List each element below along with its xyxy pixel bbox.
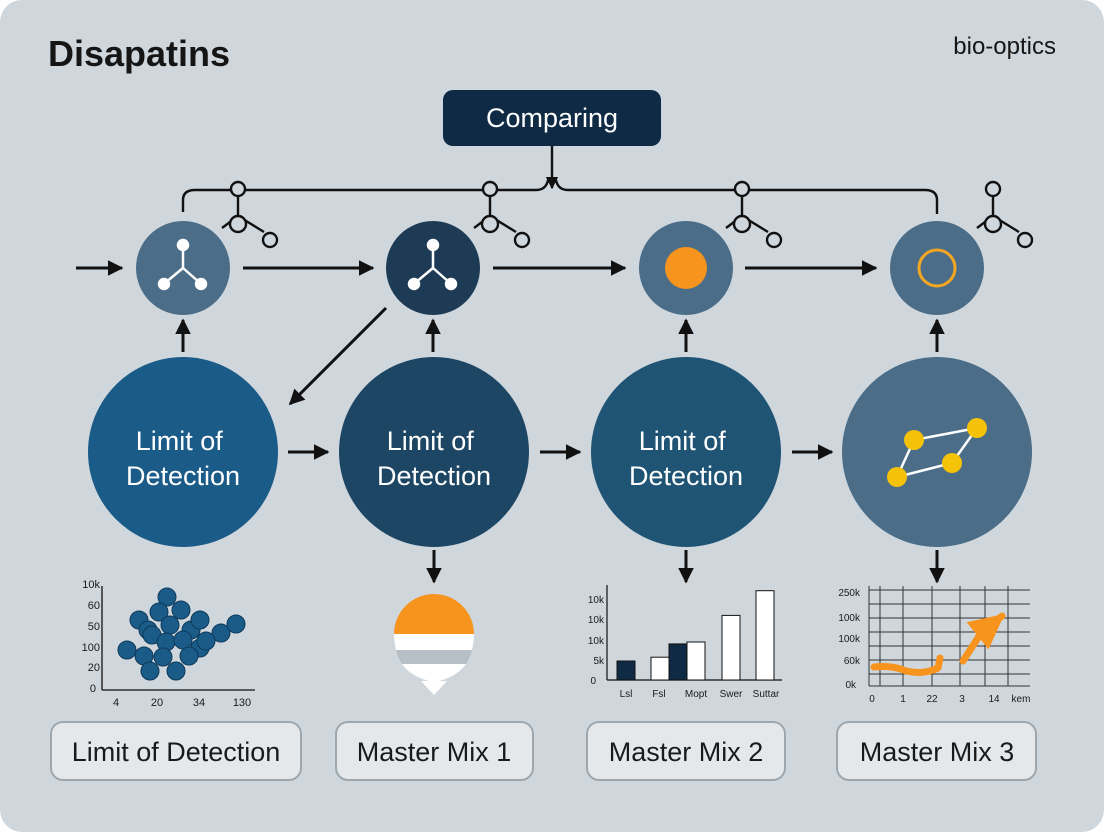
y-tick-label: 100 bbox=[82, 642, 100, 654]
x-tick-label: 130 bbox=[233, 697, 251, 709]
y-tick-label: 100k bbox=[838, 634, 861, 645]
y-tick-label: 20 bbox=[88, 662, 100, 674]
x-tick-label: Lsl bbox=[620, 689, 633, 700]
y-tick-label: 60 bbox=[88, 600, 100, 612]
y-tick-label: 50 bbox=[88, 621, 100, 633]
label-box-2: Master Mix 1 bbox=[335, 721, 534, 781]
molecule-icon bbox=[976, 180, 1034, 249]
bar bbox=[755, 590, 775, 681]
stage-circle-label: Detection bbox=[377, 461, 491, 491]
svg-text:Limit of Detection: Limit of Detection bbox=[629, 426, 743, 491]
x-tick-label: 22 bbox=[926, 694, 938, 705]
ring-icon bbox=[917, 248, 957, 288]
header-tag: bio-optics bbox=[953, 33, 1056, 60]
x-tick-label: Mopt bbox=[685, 689, 707, 700]
label-box-text: Limit of Detection bbox=[72, 737, 281, 767]
small-node-3 bbox=[639, 221, 733, 315]
label-box-text: Master Mix 1 bbox=[357, 737, 512, 767]
y-tick-label: 0k bbox=[845, 680, 857, 691]
page-title: Disapatins bbox=[48, 33, 230, 74]
stage-circle-label: Limit of bbox=[639, 426, 727, 456]
stage-circle-3: Limit of Detection bbox=[591, 357, 781, 547]
stage-circle-label: Limit of bbox=[387, 426, 475, 456]
x-tick-label: kem bbox=[1012, 694, 1031, 705]
y-tick-label: 5k bbox=[593, 656, 605, 667]
molecule-icon bbox=[725, 180, 783, 249]
line-chart-grid bbox=[868, 586, 1030, 687]
diagonal-arrow bbox=[288, 306, 388, 406]
x-tick-label: Swer bbox=[720, 689, 743, 700]
x-tick-label: 0 bbox=[869, 694, 875, 705]
label-box-text: Master Mix 2 bbox=[609, 737, 764, 767]
bar-chart: 10k 10k 10k 5k 0 Lsl Fsl Mopt Swer Suttar bbox=[588, 585, 782, 700]
bar bbox=[650, 656, 670, 681]
x-tick-label: Fsl bbox=[652, 689, 665, 700]
stage-circle-label: Detection bbox=[126, 461, 240, 491]
molecule-icon bbox=[221, 180, 279, 249]
stage-circle-2: Limit of Detection bbox=[339, 357, 529, 547]
molecule-icon bbox=[473, 180, 531, 249]
y-tick-label: 60k bbox=[844, 656, 861, 667]
x-tick-label: 14 bbox=[988, 694, 1000, 705]
x-tick-label: 1 bbox=[900, 694, 906, 705]
y-tick-label: 10k bbox=[588, 595, 605, 606]
small-node-2 bbox=[386, 221, 480, 315]
y-tick-label: 0 bbox=[590, 676, 596, 687]
label-box-3: Master Mix 2 bbox=[586, 721, 786, 781]
x-tick-label: 3 bbox=[959, 694, 965, 705]
y-tick-label: 100k bbox=[838, 613, 861, 624]
down-arrows bbox=[426, 550, 945, 584]
x-tick-label: 34 bbox=[193, 697, 205, 709]
label-box-1: Limit of Detection bbox=[50, 721, 302, 781]
bar bbox=[686, 641, 706, 681]
small-node-1 bbox=[136, 221, 230, 315]
line-series bbox=[870, 612, 1006, 676]
node-icon bbox=[157, 238, 208, 291]
scatter-points bbox=[117, 587, 246, 681]
line-chart: 250k 100k 100k 60k 0k 0 1 22 3 14 kem bbox=[838, 586, 1030, 705]
stage-circle-4 bbox=[842, 357, 1032, 547]
scatter-chart: 10k 60 50 100 20 0 4 20 34 130 bbox=[82, 579, 255, 709]
comparing-label: Comparing bbox=[486, 103, 618, 133]
bar bbox=[721, 614, 741, 681]
x-tick-label: Suttar bbox=[753, 689, 780, 700]
label-box-text: Master Mix 3 bbox=[860, 737, 1015, 767]
y-tick-label: 0 bbox=[90, 683, 96, 695]
x-tick-label: 20 bbox=[151, 697, 163, 709]
x-tick-label: 4 bbox=[113, 697, 119, 709]
bar bbox=[616, 660, 636, 681]
stage-circle-1: Limit of Detection bbox=[88, 357, 278, 547]
y-tick-label: 10k bbox=[588, 615, 605, 626]
stage-circle-label: Limit of bbox=[136, 426, 224, 456]
y-tick-label: 10k bbox=[82, 579, 100, 591]
up-arrows bbox=[175, 318, 945, 352]
stage-circle-label: Detection bbox=[629, 461, 743, 491]
mix-bowl-icon bbox=[394, 594, 474, 695]
network-icon bbox=[887, 418, 987, 487]
small-node-4 bbox=[890, 221, 984, 315]
node-icon bbox=[407, 238, 458, 291]
comparing-box: Comparing bbox=[443, 90, 661, 146]
svg-text:Limit of Detection: Limit of Detection bbox=[377, 426, 491, 491]
orange-dot-icon bbox=[665, 247, 707, 289]
y-tick-label: 10k bbox=[588, 636, 605, 647]
svg-text:Limit of Detection: Limit of Detection bbox=[126, 426, 240, 491]
bar bbox=[668, 643, 688, 681]
label-box-4: Master Mix 3 bbox=[836, 721, 1037, 781]
y-tick-label: 250k bbox=[838, 588, 861, 599]
